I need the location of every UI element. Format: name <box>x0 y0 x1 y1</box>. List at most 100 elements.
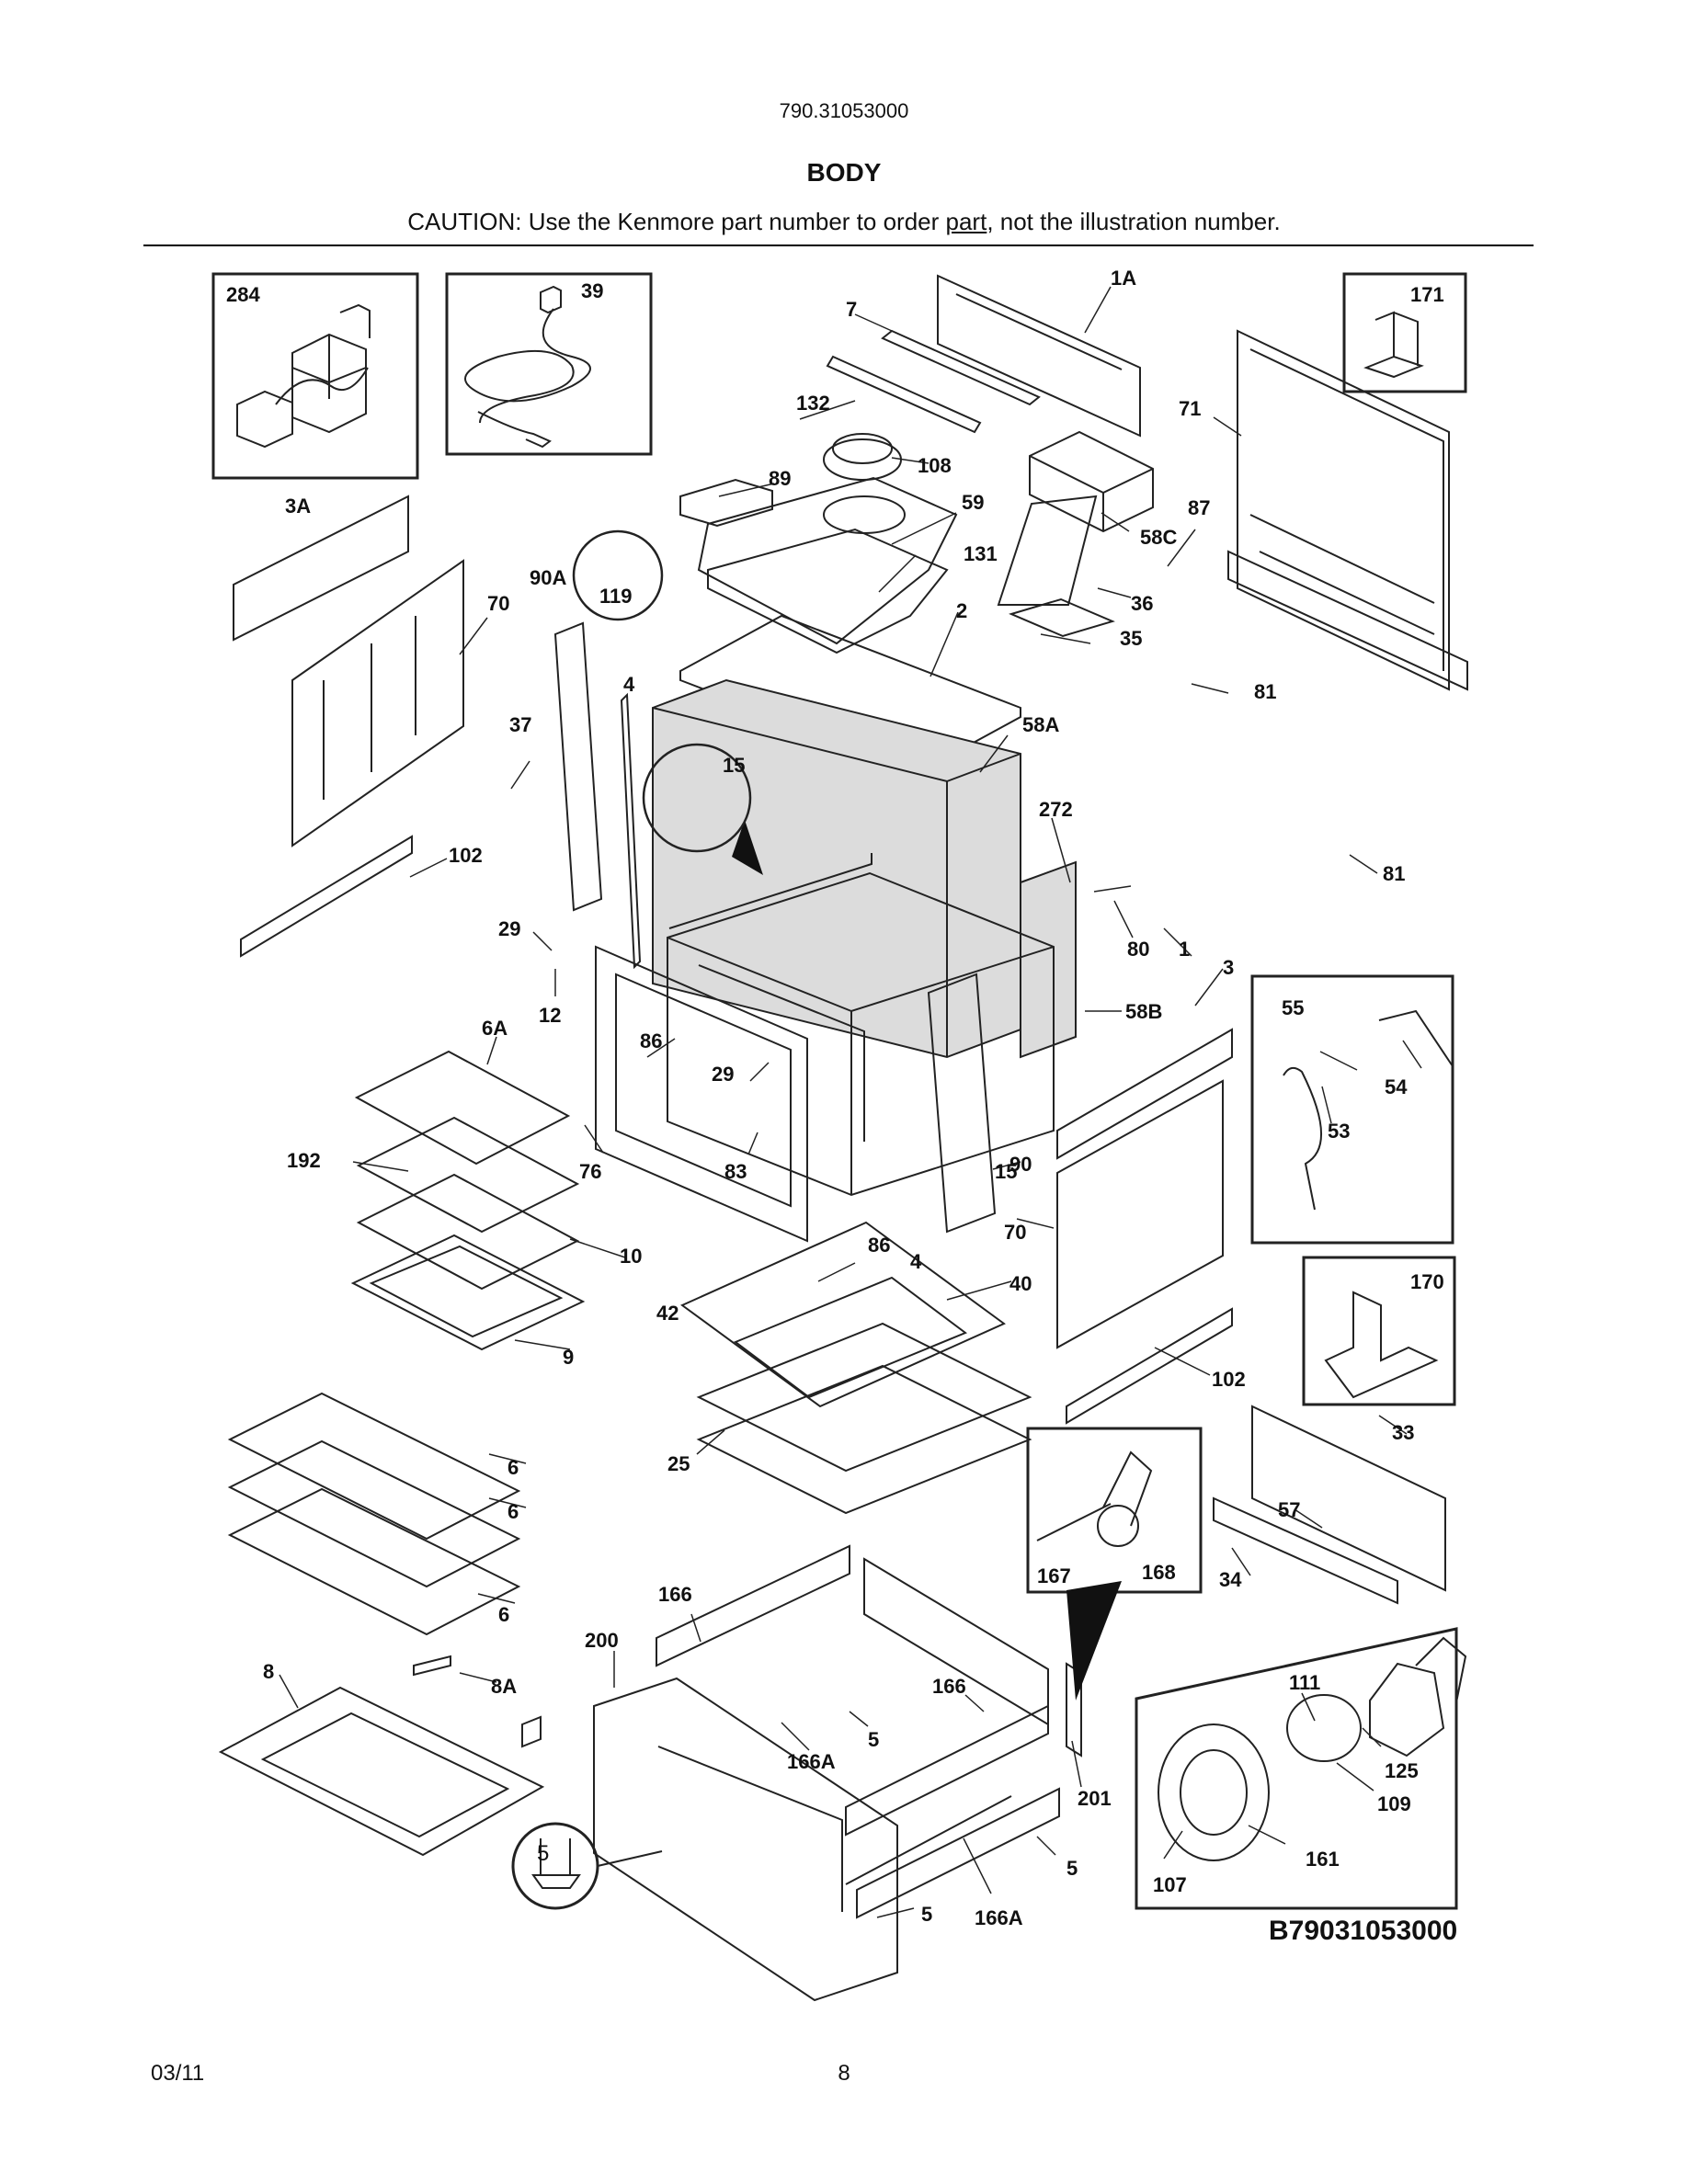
callout: 58B <box>1125 1000 1162 1023</box>
top-cover-59 <box>697 476 958 654</box>
callout: 5 <box>537 1841 549 1866</box>
callout: 76 <box>579 1160 601 1183</box>
callout-labels: 284 39 7 1A 171 132 108 71 89 58C 87 59 … <box>226 267 1444 1929</box>
right-side-panel <box>1056 1028 1233 1425</box>
callout: 8 <box>263 1660 274 1683</box>
callout: 81 <box>1383 862 1405 885</box>
callout: 80 <box>1127 938 1149 961</box>
callout: 71 <box>1179 397 1201 420</box>
caution-underlined-word: part <box>945 208 987 235</box>
callout: 10 <box>620 1245 642 1268</box>
oven-racks-6 <box>227 1392 521 1636</box>
callout: 35 <box>1120 627 1142 650</box>
callout: 284 <box>226 283 260 306</box>
model-number: 790.31053000 <box>779 99 909 122</box>
insulation-58c <box>1029 430 1154 533</box>
oven-liner <box>667 871 1055 1197</box>
callout: 6 <box>508 1456 519 1479</box>
callout: 37 <box>509 713 531 736</box>
callout: 4 <box>623 673 635 696</box>
callout: 25 <box>667 1452 690 1475</box>
callout: 5 <box>921 1903 932 1926</box>
callout: 1A <box>1111 267 1136 290</box>
brace-102-left <box>240 835 413 958</box>
callout: 272 <box>1039 798 1073 821</box>
callout: 168 <box>1142 1561 1176 1584</box>
drawer-frame <box>593 1544 1082 2002</box>
power-cord-inset <box>445 272 653 456</box>
drawer-back-33 <box>1213 1405 1446 1605</box>
callout: 87 <box>1188 496 1210 519</box>
callout: 57 <box>1278 1498 1300 1521</box>
callout: 34 <box>1219 1568 1242 1591</box>
callout: 201 <box>1078 1787 1112 1810</box>
callout: 161 <box>1306 1848 1340 1871</box>
callout: 4 <box>910 1250 922 1273</box>
rear-panel-71 <box>1227 329 1468 691</box>
bracket-170-inset <box>1302 1256 1456 1406</box>
callout: 59 <box>962 491 984 514</box>
callout: 29 <box>712 1063 734 1086</box>
callout: 107 <box>1153 1873 1187 1896</box>
front-strips <box>553 621 642 970</box>
callout: 166A <box>787 1750 836 1773</box>
callout: 54 <box>1385 1075 1408 1098</box>
callout: 15 <box>723 754 745 777</box>
callout: 3 <box>1223 956 1234 979</box>
left-side-panel <box>233 495 464 847</box>
callout: 89 <box>769 467 791 490</box>
panel-90 <box>927 973 997 1234</box>
callout: 167 <box>1037 1564 1071 1587</box>
callout: 166A <box>975 1906 1023 1929</box>
callout: 102 <box>1212 1368 1246 1391</box>
callout: 5 <box>868 1728 879 1751</box>
oven-wrapper-58a <box>652 678 1021 1059</box>
callout: 1 <box>1179 938 1190 961</box>
callout: 7 <box>846 298 857 321</box>
callout: 83 <box>724 1160 747 1183</box>
callout: 8A <box>491 1675 517 1698</box>
callout: 5 <box>1066 1857 1078 1880</box>
callout: 42 <box>656 1302 679 1325</box>
callout: 15 <box>995 1160 1017 1183</box>
callout: 39 <box>581 279 603 302</box>
callout: 131 <box>964 542 998 565</box>
callout: 36 <box>1131 592 1153 615</box>
callout: 53 <box>1328 1120 1350 1143</box>
callout: 9 <box>563 1346 574 1369</box>
racks-and-broiler-pan <box>350 1050 586 1351</box>
callout: 6 <box>498 1603 509 1626</box>
callout: 70 <box>1004 1221 1026 1244</box>
sensor-inset <box>1250 974 1454 1245</box>
footer-date: 03/11 <box>151 2061 205 2086</box>
ring-inset <box>572 529 752 853</box>
header-divider <box>143 245 1534 246</box>
callout: 125 <box>1385 1759 1419 1782</box>
callout: 102 <box>449 844 483 867</box>
bracket-171-inset <box>1342 272 1467 393</box>
section-title: BODY <box>806 158 882 187</box>
callout: 111 <box>1289 1671 1320 1694</box>
callout: 29 <box>498 917 520 940</box>
callout: 170 <box>1410 1270 1444 1293</box>
callout: 166 <box>932 1675 966 1698</box>
callout: 108 <box>918 454 952 477</box>
drawer-pan-8 <box>218 1655 545 1857</box>
callout: 3A <box>285 495 311 518</box>
callout: 132 <box>796 392 830 415</box>
callout: 33 <box>1392 1421 1414 1444</box>
caution-note: CAUTION: Use the Kenmore part number to … <box>0 208 1688 236</box>
callout: 58A <box>1022 713 1059 736</box>
callout: 2 <box>956 599 967 622</box>
bottom-assembly <box>680 1221 1032 1515</box>
callout: 81 <box>1254 680 1276 703</box>
callout: 58C <box>1140 526 1177 549</box>
inset-pointers <box>732 820 1122 1701</box>
callout: 171 <box>1410 283 1444 306</box>
callout: 12 <box>539 1004 561 1027</box>
page-number: 8 <box>838 2061 850 2086</box>
callout: 119 <box>599 585 633 608</box>
callout: 55 <box>1282 996 1304 1019</box>
callout: 200 <box>585 1629 619 1652</box>
callout: 6A <box>482 1017 508 1040</box>
